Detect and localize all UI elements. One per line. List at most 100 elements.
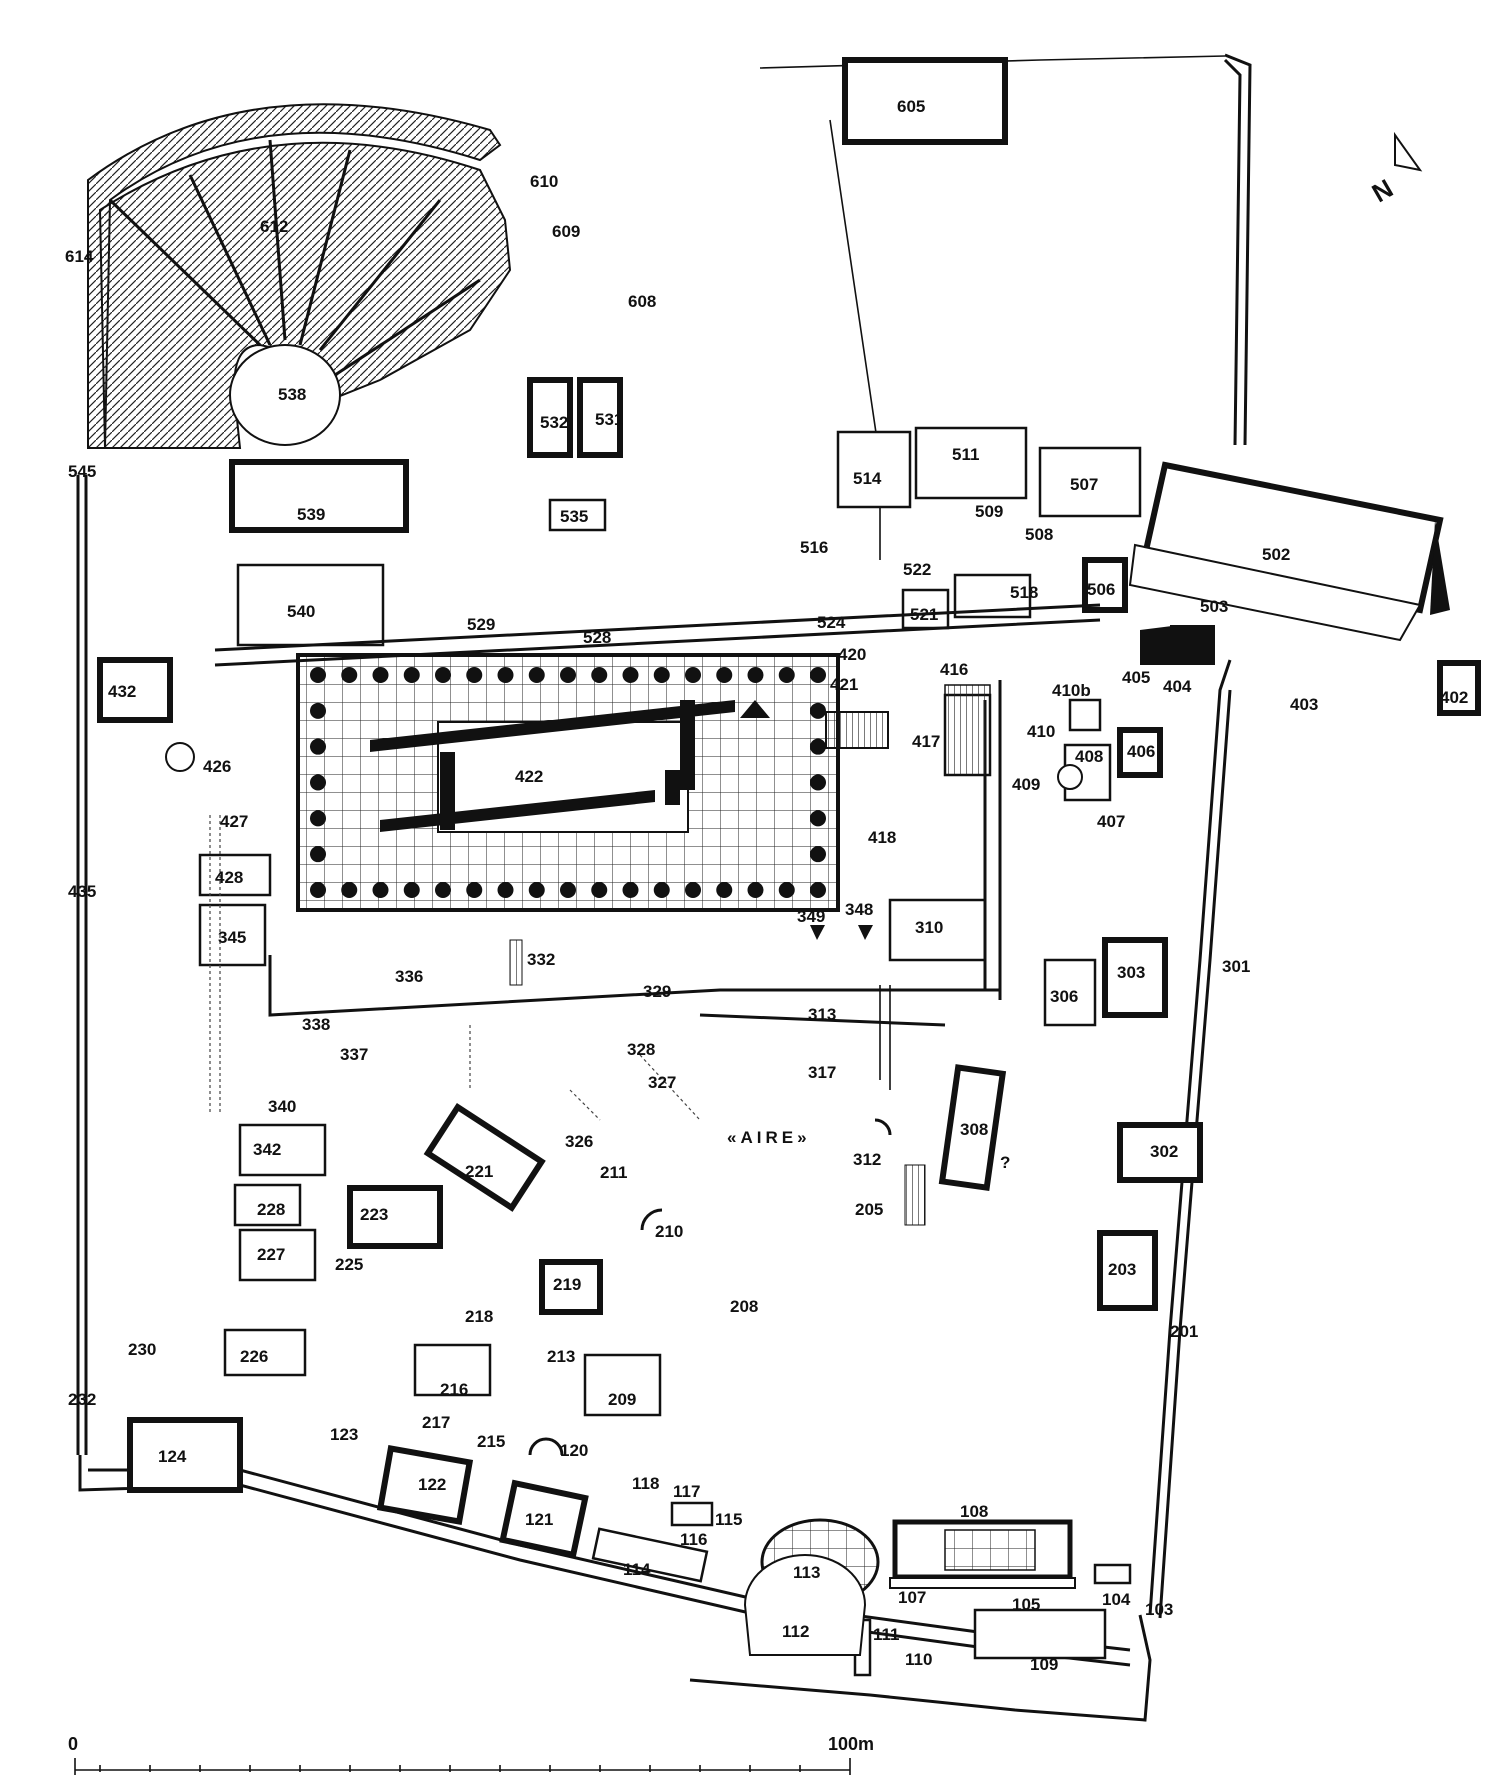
label-421: 421 — [830, 675, 858, 694]
temple-column — [310, 738, 326, 755]
label-337: 337 — [340, 1045, 368, 1064]
aire-label: «AIRE» — [727, 1128, 811, 1147]
label-514: 514 — [853, 469, 882, 488]
label-503: 503 — [1200, 597, 1228, 616]
label-516: 516 — [800, 538, 828, 557]
label-209: 209 — [608, 1390, 636, 1409]
temple-column — [560, 882, 576, 898]
temple-column — [528, 667, 545, 683]
label-313: 313 — [808, 1005, 836, 1024]
label-227: 227 — [257, 1245, 285, 1264]
label-539: 539 — [297, 505, 325, 524]
temple-columns — [310, 667, 826, 898]
temple-column — [372, 882, 389, 898]
label-405: 405 — [1122, 668, 1150, 687]
label-203: 203 — [1108, 1260, 1136, 1279]
label-407: 407 — [1097, 812, 1125, 831]
label-114: 114 — [623, 1560, 651, 1579]
label-416: 416 — [940, 660, 968, 679]
temple-column — [716, 667, 733, 683]
label-408: 408 — [1075, 747, 1103, 766]
temple-column — [591, 882, 608, 898]
label-502: 502 — [1262, 545, 1290, 564]
temple-column — [778, 667, 795, 683]
label-329: 329 — [643, 982, 671, 1001]
label-417: 417 — [912, 732, 940, 751]
temple-column — [466, 667, 483, 683]
label-211: 211 — [600, 1163, 627, 1182]
label-410: 410 — [1027, 722, 1055, 741]
label-113: 113 — [793, 1563, 820, 1582]
temple-column — [810, 846, 826, 863]
label-219: 219 — [553, 1275, 581, 1294]
temple-column — [778, 882, 795, 898]
label-213: 213 — [547, 1347, 575, 1366]
label-428: 428 — [215, 868, 243, 887]
temple-column — [403, 667, 420, 683]
label-605: 605 — [897, 97, 925, 116]
temple-column — [341, 882, 358, 898]
temple-422 — [296, 653, 889, 912]
buildings-heavy — [97, 57, 1481, 1559]
label-109: 109 — [1030, 1655, 1058, 1674]
label-409: 409 — [1012, 775, 1040, 794]
temple-column — [372, 667, 389, 683]
temple-column — [716, 882, 733, 898]
temple-column — [810, 774, 826, 791]
temple-column — [310, 667, 326, 683]
label-232: 232 — [68, 1390, 96, 1409]
label-228: 228 — [257, 1200, 285, 1219]
temple-column — [435, 882, 451, 898]
label-327: 327 — [648, 1073, 676, 1092]
label-528: 528 — [583, 628, 611, 647]
label-208: 208 — [730, 1297, 758, 1316]
scale-bar: 0 100m — [68, 1734, 874, 1775]
temple-column — [653, 667, 670, 683]
label-610: 610 — [530, 172, 558, 191]
label-529: 529 — [467, 615, 495, 634]
label-406: 406 — [1127, 742, 1155, 761]
label-110: 110 — [905, 1650, 932, 1669]
label-340: 340 — [268, 1097, 296, 1116]
temple-column — [747, 667, 764, 683]
label-221: 221 — [465, 1162, 493, 1181]
temple-column — [653, 882, 670, 898]
monument-labels: 103 104 105 107 108 109 110 111 112 113 … — [65, 97, 1468, 1674]
theatre-612 — [87, 103, 512, 449]
temple-column — [685, 667, 701, 683]
label-215: 215 — [477, 1432, 505, 1451]
label-540: 540 — [287, 602, 315, 621]
label-111: 111 — [873, 1625, 900, 1644]
label-404: 404 — [1163, 677, 1192, 696]
temple-column — [810, 810, 826, 827]
label-609: 609 — [552, 222, 580, 241]
temple-column — [685, 882, 701, 898]
label-122: 122 — [418, 1475, 446, 1494]
label-532: 532 — [540, 413, 568, 432]
label-308: 308 — [960, 1120, 988, 1139]
label-403: 403 — [1290, 695, 1318, 714]
label-question: ? — [1000, 1153, 1010, 1172]
label-511: 511 — [952, 445, 979, 464]
label-349: 349 — [797, 907, 825, 926]
label-402: 402 — [1440, 688, 1468, 707]
label-223: 223 — [360, 1205, 388, 1224]
label-107: 107 — [898, 1588, 926, 1607]
label-336: 336 — [395, 967, 423, 986]
north-label: N — [1367, 173, 1398, 208]
temple-column — [622, 882, 639, 898]
label-103: 103 — [1145, 1600, 1173, 1619]
temple-column — [747, 882, 764, 898]
temple-column — [310, 702, 326, 719]
label-435: 435 — [68, 882, 96, 901]
label-120: 120 — [560, 1441, 588, 1460]
label-432: 432 — [108, 682, 136, 701]
label-338: 338 — [302, 1015, 330, 1034]
label-426: 426 — [203, 757, 231, 776]
label-217: 217 — [422, 1413, 450, 1432]
north-arrow: N — [1367, 131, 1423, 208]
label-608: 608 — [628, 292, 656, 311]
temple-column — [310, 810, 326, 827]
temple-column — [810, 738, 826, 755]
